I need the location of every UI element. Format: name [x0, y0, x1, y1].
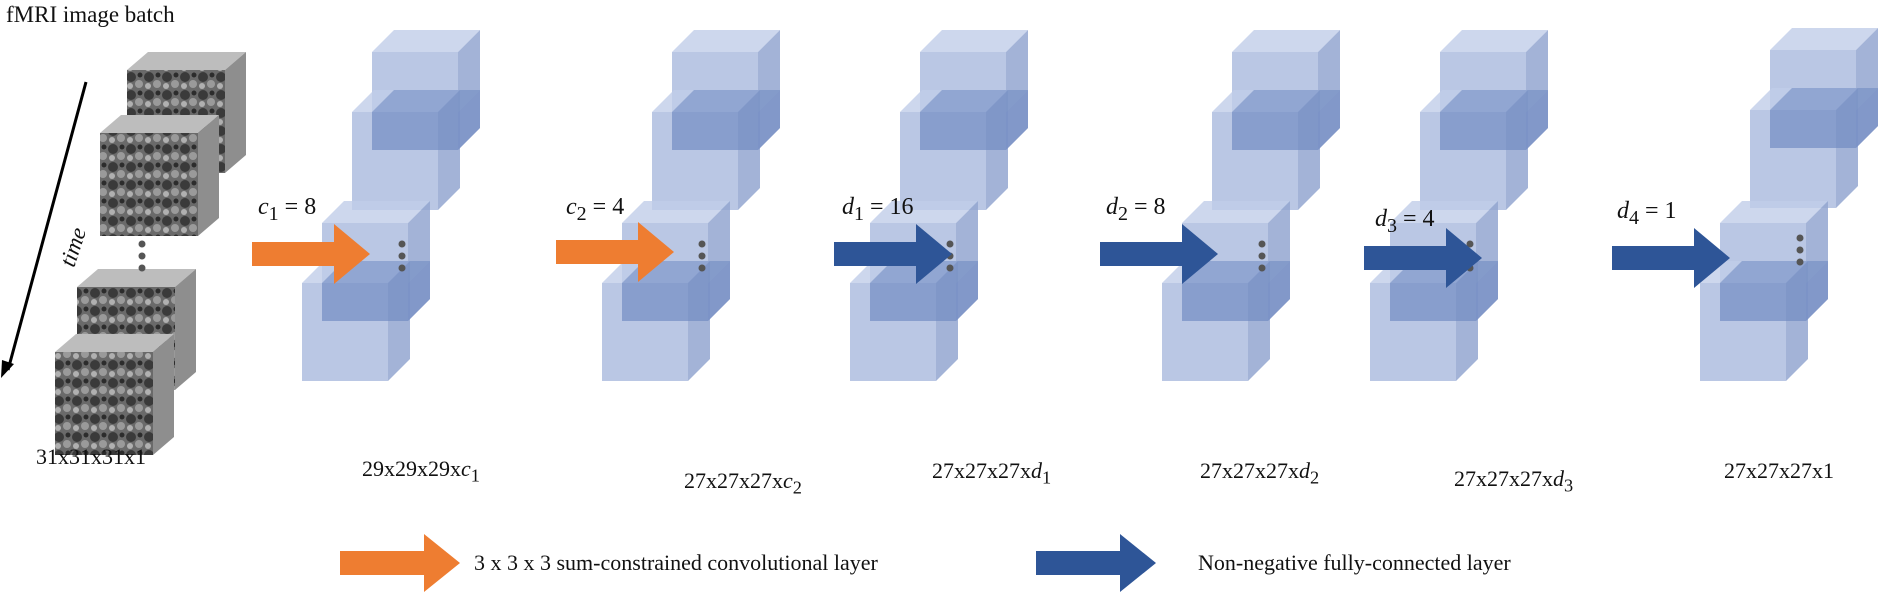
layer-dim-label: 27x27x27x1	[1724, 458, 1834, 483]
fc-layer-arrow	[1364, 228, 1482, 288]
feature-map-stack	[1700, 28, 1878, 381]
cube-overlap	[870, 261, 978, 321]
fc-layer-arrow	[1612, 228, 1730, 288]
diagram-title: fMRI image batch	[6, 2, 175, 27]
cube-overlap	[920, 90, 1028, 150]
stack-ellipsis	[1796, 234, 1804, 266]
mri-ellipsis	[138, 240, 146, 272]
layer-param-label: c2 = 4	[566, 194, 625, 225]
conv-layer-arrow	[252, 224, 370, 284]
cube-overlap	[1232, 90, 1340, 150]
feature-map-stack	[302, 30, 480, 381]
time-arrow	[1, 81, 88, 378]
layer-dim-label: 27x27x27xc2	[684, 468, 802, 498]
layer-param-label: d1 = 16	[842, 194, 914, 225]
layer-param-label: d2 = 8	[1106, 194, 1166, 225]
mri-cube	[55, 334, 174, 455]
cube-overlap	[1770, 88, 1878, 148]
cube-overlap	[1440, 90, 1548, 150]
cube-overlap	[372, 90, 480, 150]
stack-ellipsis	[398, 240, 406, 272]
legend-conv-label: 3 x 3 x 3 sum-constrained convolutional …	[474, 550, 878, 575]
layer-dim-label: 29x29x29xc1	[362, 456, 480, 486]
blue-arrow-icon	[1036, 534, 1156, 592]
fc-layer-arrow	[834, 224, 952, 284]
input-dim-label: 31x31x31x1	[36, 444, 146, 469]
legend-fc-label: Non-negative fully-connected layer	[1198, 550, 1511, 575]
layer-param-label: c1 = 8	[258, 194, 317, 225]
conv-layer-arrow	[556, 222, 674, 282]
layer-dim-label: 27x27x27xd3	[1454, 466, 1574, 496]
layer-param-label: d4 = 1	[1617, 198, 1677, 229]
fc-layer-arrow	[1100, 224, 1218, 284]
feature-map-stack	[1162, 30, 1340, 381]
cube-overlap	[672, 90, 780, 150]
layer-dim-label: 27x27x27xd1	[932, 458, 1052, 488]
stack-ellipsis	[1258, 240, 1266, 272]
feature-map-stack	[1370, 30, 1548, 381]
orange-arrow-icon	[340, 534, 460, 592]
cube-overlap	[1720, 261, 1828, 321]
legend-conv-swatch	[340, 534, 460, 592]
feature-map-stack	[602, 30, 780, 381]
stack-ellipsis	[698, 240, 706, 272]
legend-fc-swatch	[1036, 534, 1156, 592]
mri-cube	[100, 115, 219, 236]
layer-param-label: d3 = 4	[1375, 206, 1435, 237]
layer-dim-label: 27x27x27xd2	[1200, 458, 1320, 488]
